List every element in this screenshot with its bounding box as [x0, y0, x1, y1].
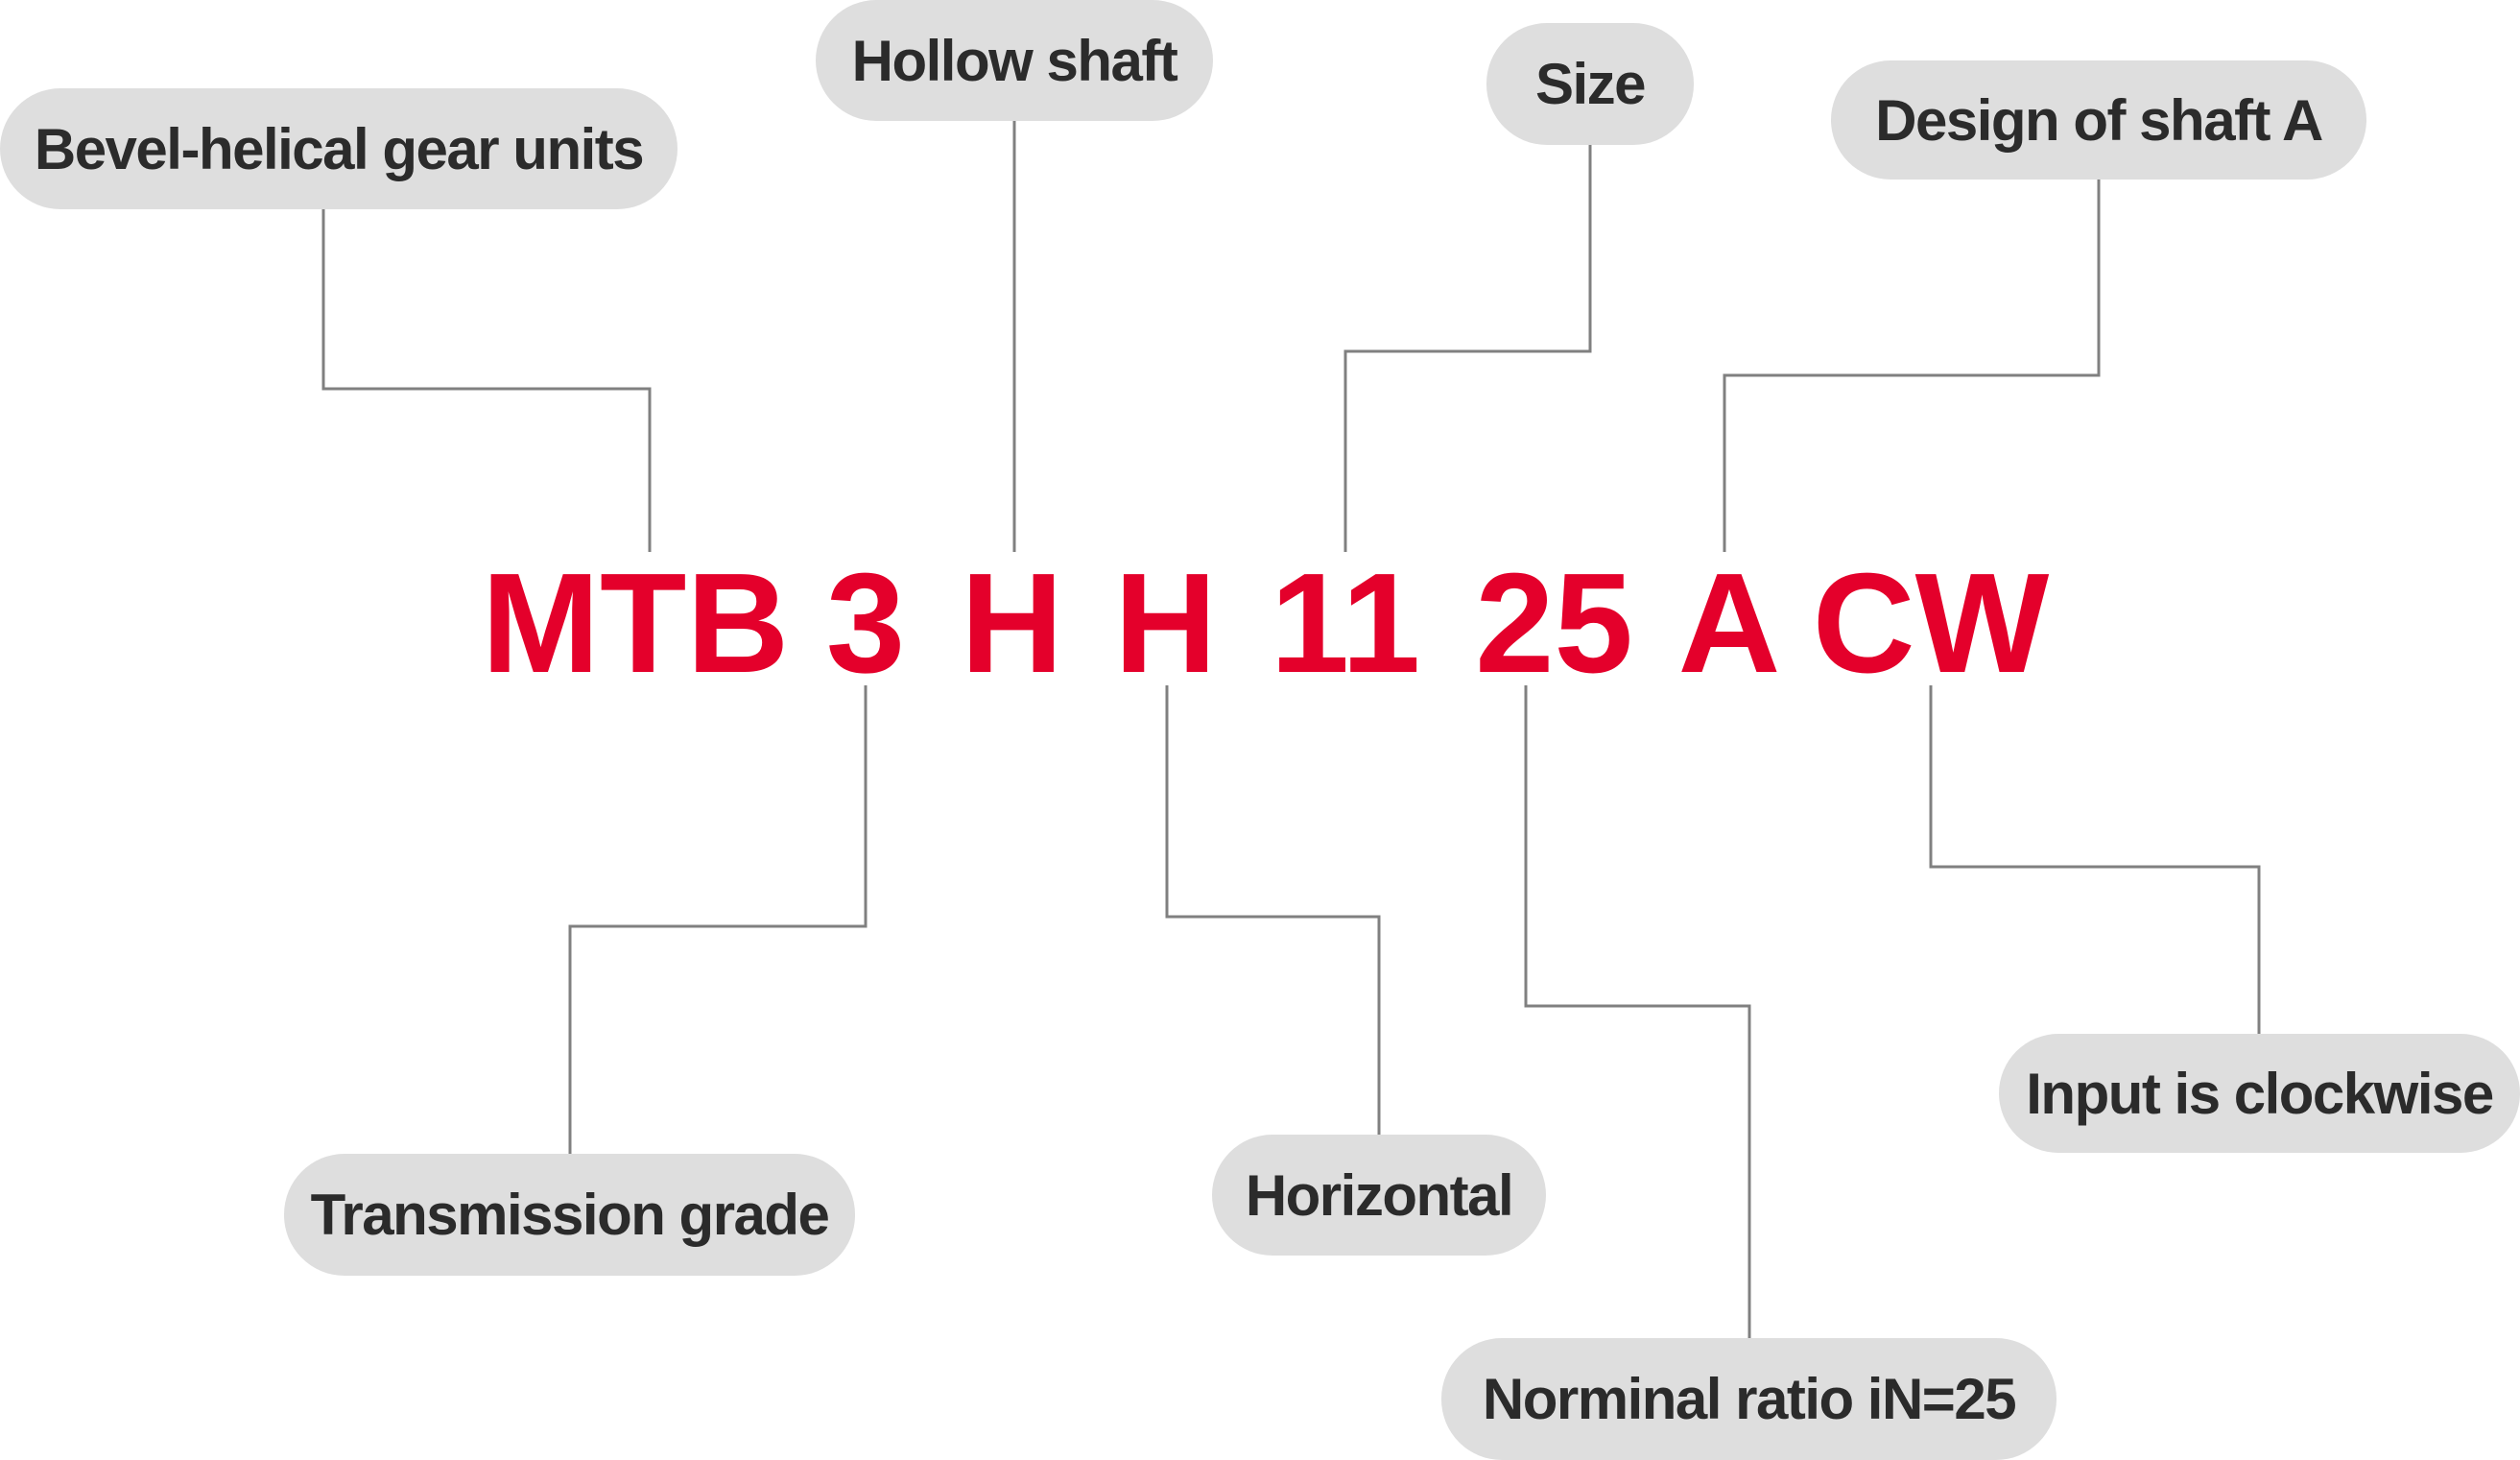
code-shaft-type: H: [961, 544, 1063, 703]
connector-design-shaft-a: [1723, 180, 2101, 552]
code-ratio: 25: [1475, 544, 1633, 703]
label-input-clockwise: Input is clockwise: [1999, 1034, 2520, 1153]
connector-horizontal: [1165, 685, 1381, 1135]
label-hollow-shaft: Hollow shaft: [816, 0, 1213, 121]
code-shaft-design: A: [1677, 544, 1781, 703]
label-design-shaft-a: Design of shaft A: [1831, 60, 2366, 180]
connector-input-clockwise: [1929, 685, 2261, 1034]
code-grade: 3: [825, 544, 906, 703]
connector-transmission-grade: [568, 685, 868, 1154]
label-bevel-helical: Bevel-helical gear units: [0, 88, 678, 209]
code-mtb: MTB: [481, 544, 790, 703]
connector-bevel-helical: [321, 209, 652, 552]
code-size: 11: [1270, 544, 1421, 703]
connector-norminal-ratio: [1524, 685, 1751, 1338]
code-mounting: H: [1114, 544, 1217, 703]
label-horizontal: Horizontal: [1212, 1135, 1546, 1256]
label-transmission-grade: Transmission grade: [284, 1154, 855, 1276]
label-norminal-ratio: Norminal ratio iN=25: [1441, 1338, 2056, 1460]
connector-size: [1343, 145, 1592, 552]
label-size: Size: [1486, 23, 1694, 145]
code-rotation: CW: [1812, 544, 2050, 703]
